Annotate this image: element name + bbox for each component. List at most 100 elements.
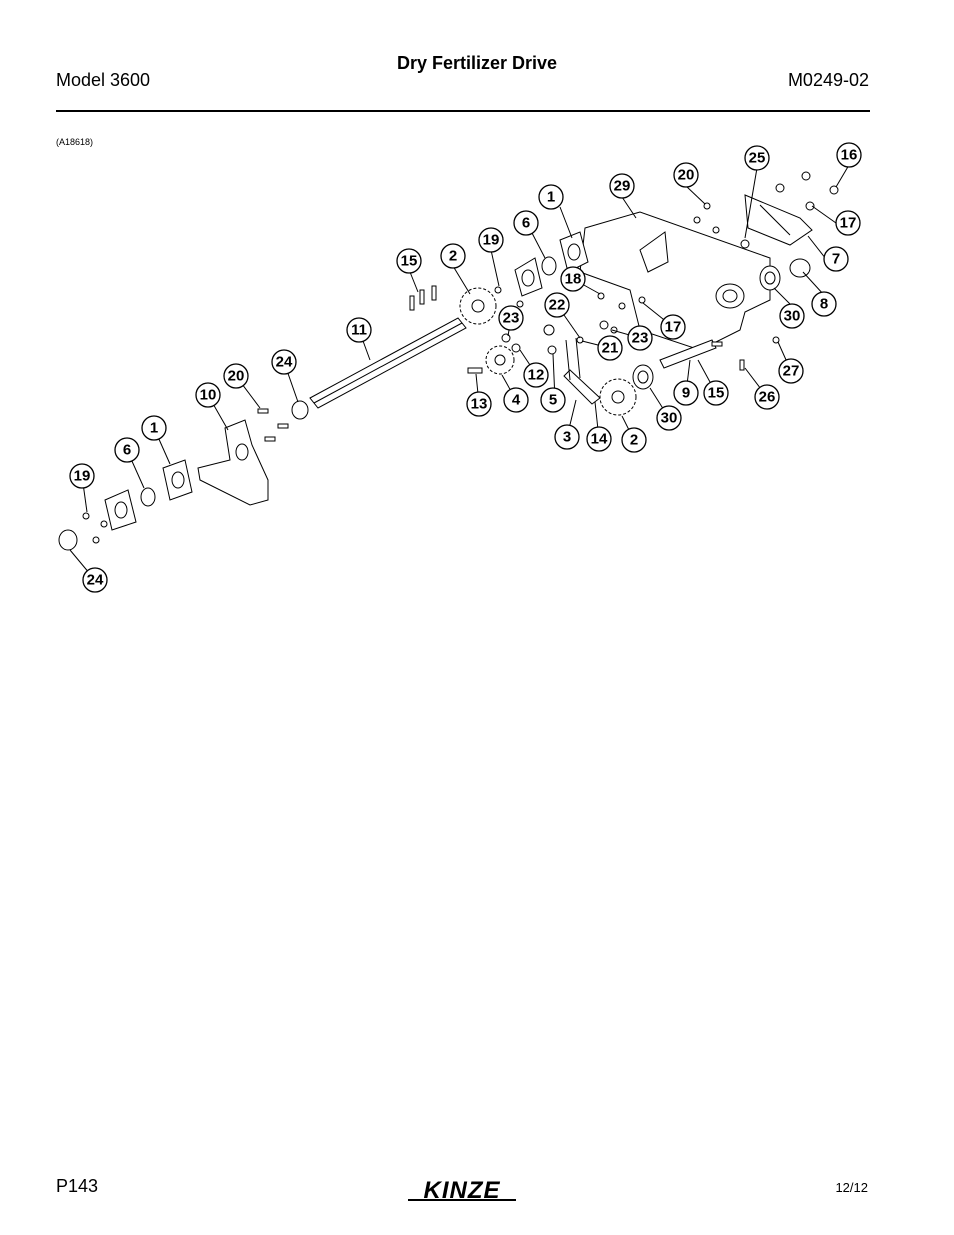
callout-19-lower: 19 — [69, 463, 95, 489]
header-divider — [56, 110, 870, 112]
page-title: Dry Fertilizer Drive — [396, 53, 558, 73]
callout-15-lower: 15 — [703, 380, 729, 406]
callout-1-lower: 1 — [141, 415, 167, 441]
svg-text:18: 18 — [565, 271, 582, 288]
stub-shaft — [659, 339, 717, 369]
kinze-logo: KINZE — [408, 1177, 516, 1204]
svg-text:24: 24 — [87, 572, 104, 589]
callout-11: 11 — [346, 317, 372, 343]
svg-text:19: 19 — [74, 468, 91, 485]
callout-4: 4 — [503, 387, 529, 413]
svg-text:9: 9 — [682, 385, 690, 402]
revision-date: 12/12 — [835, 1180, 868, 1195]
svg-text:6: 6 — [522, 215, 530, 232]
sprocket-upper — [459, 287, 497, 325]
svg-text:24: 24 — [276, 354, 293, 371]
svg-text:3: 3 — [563, 429, 571, 446]
callout-20-lower: 20 — [223, 363, 249, 389]
svg-text:23: 23 — [632, 330, 649, 347]
svg-text:29: 29 — [614, 178, 631, 195]
svg-text:14: 14 — [591, 431, 608, 448]
svg-text:15: 15 — [708, 385, 725, 402]
callout-20-upper: 20 — [673, 162, 699, 188]
callout-2-lower: 2 — [621, 427, 647, 453]
svg-text:17: 17 — [665, 319, 682, 336]
leader-lines — [69, 164, 850, 581]
callout-23-right: 23 — [627, 325, 653, 351]
svg-text:7: 7 — [832, 251, 840, 268]
svg-text:21: 21 — [602, 340, 619, 357]
callout-6-lower: 6 — [114, 437, 140, 463]
callout-21: 21 — [597, 335, 623, 361]
callout-22: 22 — [544, 292, 570, 318]
bracket — [744, 194, 813, 246]
callout-13: 13 — [466, 391, 492, 417]
flange-upper — [514, 231, 589, 297]
callout-30-lower: 30 — [656, 405, 682, 431]
svg-text:27: 27 — [783, 363, 800, 380]
callout-8: 8 — [811, 291, 837, 317]
svg-text:11: 11 — [351, 322, 367, 339]
svg-text:1: 1 — [150, 420, 158, 437]
svg-text:1: 1 — [547, 189, 555, 206]
hardware — [82, 171, 839, 544]
callout-5: 5 — [540, 387, 566, 413]
svg-text:4: 4 — [512, 392, 521, 409]
svg-text:5: 5 — [549, 392, 557, 409]
svg-text:26: 26 — [759, 389, 776, 406]
callout-7: 7 — [823, 246, 849, 272]
callout-2-upper: 2 — [440, 243, 466, 269]
callout-30-right: 30 — [779, 303, 805, 329]
callout-10: 10 — [195, 382, 221, 408]
callout-23-left: 23 — [498, 305, 524, 331]
sprocket-idler — [485, 345, 515, 375]
flange-lower — [104, 459, 193, 531]
mount-bracket — [197, 419, 269, 506]
callout-19-upper: 19 — [478, 227, 504, 253]
callout-18: 18 — [560, 266, 586, 292]
svg-text:10: 10 — [200, 387, 217, 404]
callout-15-upper: 15 — [396, 248, 422, 274]
figure-id: (A18618) — [56, 137, 94, 147]
svg-text:2: 2 — [630, 432, 638, 449]
svg-text:30: 30 — [784, 308, 801, 325]
callout-25: 25 — [744, 145, 770, 171]
callout-17-right: 17 — [835, 210, 861, 236]
svg-text:19: 19 — [483, 232, 500, 249]
svg-text:25: 25 — [749, 150, 766, 167]
callout-14: 14 — [586, 426, 612, 452]
model-label: Model 3600 — [56, 70, 151, 90]
svg-text:6: 6 — [123, 442, 131, 459]
svg-text:12: 12 — [528, 367, 545, 384]
svg-text:17: 17 — [840, 215, 857, 232]
svg-text:15: 15 — [401, 253, 418, 270]
frame-plate — [579, 211, 771, 351]
callout-24-lower: 24 — [82, 567, 108, 593]
page-number: P143 — [56, 1176, 99, 1196]
callout-24-upper: 24 — [271, 349, 297, 375]
svg-text:2: 2 — [449, 248, 457, 265]
exploded-parts-diagram: 1 1 2 2 3 4 5 6 6 7 8 9 10 11 12 13 14 1… — [58, 142, 862, 593]
bearing-lower — [632, 364, 654, 390]
callout-9: 9 — [673, 380, 699, 406]
callout-3: 3 — [554, 424, 580, 450]
svg-text:20: 20 — [678, 167, 695, 184]
collar-lower — [58, 400, 309, 551]
callout-6-upper: 6 — [513, 210, 539, 236]
callout-16: 16 — [836, 142, 862, 168]
svg-text:8: 8 — [820, 296, 828, 313]
svg-text:16: 16 — [841, 147, 858, 164]
svg-text:22: 22 — [549, 297, 566, 314]
callout-26: 26 — [754, 384, 780, 410]
main-shaft — [309, 317, 467, 409]
callout-27: 27 — [778, 358, 804, 384]
svg-text:23: 23 — [503, 310, 520, 327]
svg-text:13: 13 — [471, 396, 488, 413]
document-number: M0249-02 — [787, 70, 869, 90]
svg-text:20: 20 — [228, 368, 245, 385]
sprocket-lower — [599, 378, 637, 416]
callout-12: 12 — [523, 362, 549, 388]
bearing-upper — [759, 258, 811, 291]
callout-29: 29 — [609, 173, 635, 199]
callout-1-upper: 1 — [538, 184, 564, 210]
